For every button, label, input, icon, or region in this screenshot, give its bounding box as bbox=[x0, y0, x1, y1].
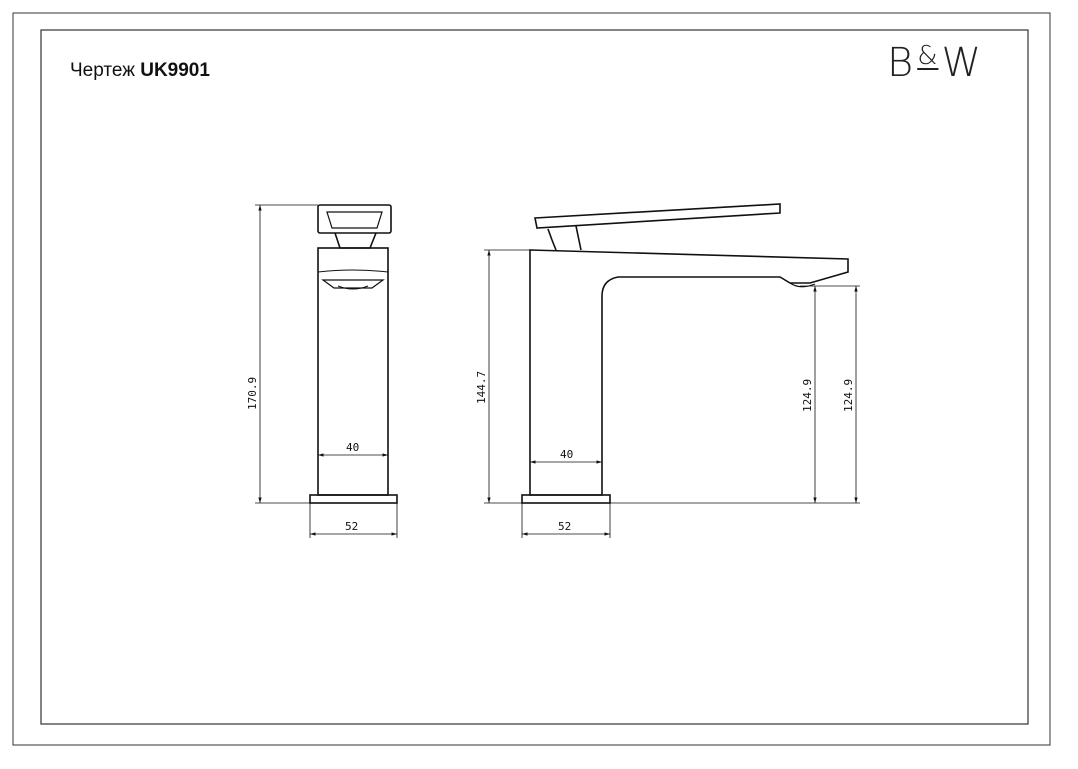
brand-logo: B&W bbox=[887, 40, 982, 86]
title-prefix: Чертеж bbox=[70, 60, 135, 81]
spout-height-dim-a: 124.9 bbox=[801, 379, 814, 412]
front-dimension-lines bbox=[255, 204, 398, 538]
side-body-width-dim: 40 bbox=[560, 448, 573, 461]
spout-height-dim-b: 124.9 bbox=[842, 379, 855, 412]
side-view bbox=[521, 203, 849, 504]
model-code: UK9901 bbox=[140, 60, 210, 81]
front-view bbox=[309, 204, 398, 504]
logo-ampersand: & bbox=[917, 41, 939, 71]
logo-letter-b: B bbox=[887, 40, 915, 86]
inner-frame bbox=[40, 29, 1029, 725]
front-height-dim: 170.9 bbox=[246, 377, 259, 410]
front-body-width-dim: 40 bbox=[346, 441, 359, 454]
drawing-title: Чертеж UK9901 bbox=[70, 60, 210, 82]
outer-frame bbox=[12, 12, 1051, 746]
side-base-width-dim: 52 bbox=[558, 520, 571, 533]
front-base-width-dim: 52 bbox=[345, 520, 358, 533]
side-dimension-lines bbox=[484, 249, 860, 538]
side-body-height-dim: 144.7 bbox=[475, 371, 488, 404]
logo-letter-w: W bbox=[941, 40, 983, 86]
